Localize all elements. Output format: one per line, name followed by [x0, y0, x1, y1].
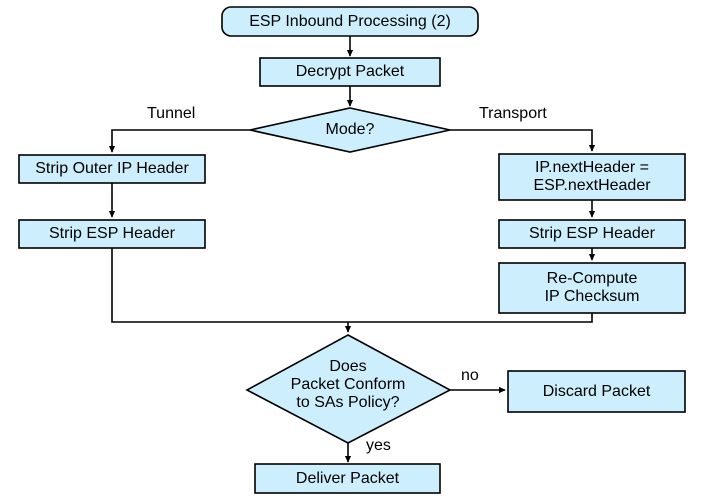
nodes-group	[18, 6, 686, 494]
node-deliver-shape[interactable]	[254, 463, 441, 494]
edge-tunnel-merge	[111, 248, 348, 323]
edges-group	[108, 36, 596, 463]
node-decrypt-shape[interactable]	[259, 57, 441, 87]
edge-label-tunnel: Tunnel	[147, 105, 196, 122]
edge-label-transport: Transport	[479, 105, 547, 122]
node-start-shape[interactable]	[221, 6, 479, 37]
node-mode-shape[interactable]	[249, 107, 451, 153]
node-next-header-shape[interactable]	[498, 153, 686, 201]
node-conform-shape[interactable]	[245, 334, 452, 444]
node-strip-outer-ip-shape[interactable]	[18, 154, 206, 184]
node-strip-esp-tunnel-shape[interactable]	[18, 219, 206, 249]
edge-label-no: no	[461, 367, 479, 384]
node-discard-shape[interactable]	[507, 370, 686, 413]
edge-mode-to-strip-outer-ip	[108, 129, 250, 153]
edge-label-yes: yes	[366, 437, 391, 454]
node-recompute-shape[interactable]	[498, 262, 686, 314]
node-strip-esp-transport-shape[interactable]	[498, 219, 686, 249]
edge-mode-to-next-header	[450, 129, 596, 152]
edge-transport-merge	[348, 313, 593, 323]
